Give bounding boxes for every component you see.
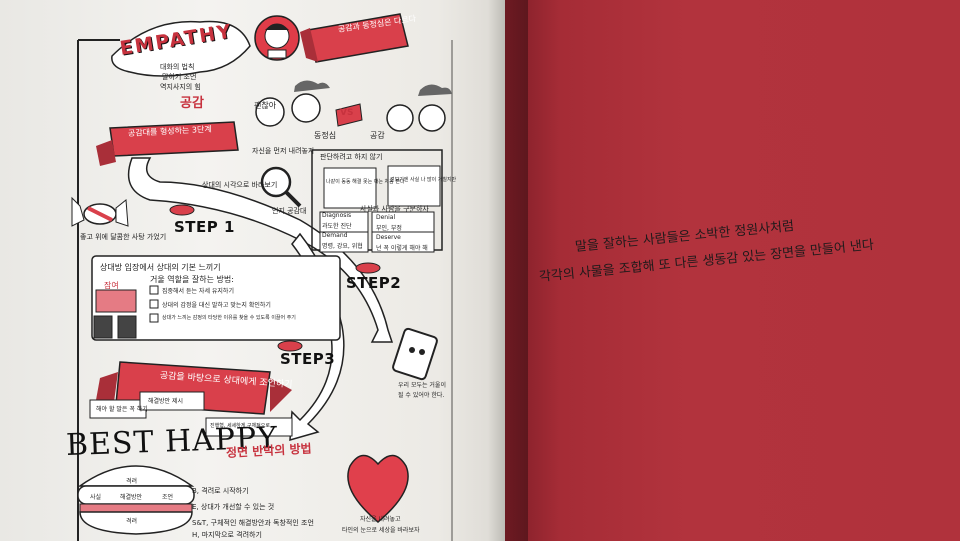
basic-attitude: 상대방 입장에서 상대의 기본 느끼기 bbox=[100, 263, 221, 272]
mirror-caption-2: 될 수 있어야 한다. bbox=[398, 392, 445, 399]
step1-label: STEP 1 bbox=[174, 218, 235, 236]
step-arrow bbox=[127, 157, 394, 343]
heart-caption-1: 자신을 내려놓고 bbox=[360, 516, 401, 523]
denial-kr: 부인, 부정 bbox=[376, 225, 402, 232]
heart-icon bbox=[347, 454, 409, 523]
method-st: S&T, 구체적인 해결방안과 독창적인 조언 bbox=[192, 519, 314, 527]
book-gutter bbox=[488, 0, 528, 541]
tip-1: 집중해서 듣는 자세 유지하기 bbox=[162, 288, 234, 295]
method-h: H, 마지막으로 격려하기 bbox=[192, 531, 262, 539]
other-view: 상대의 시각으로 바라보기 bbox=[202, 181, 278, 189]
deserve-en: Deserve bbox=[376, 234, 401, 241]
sympathy-label: 동정심 bbox=[314, 131, 337, 140]
burger-right: 조언 bbox=[162, 494, 174, 501]
acknowledge: 인지 공감대 bbox=[272, 207, 307, 215]
no-judge: 판단하려고 하지 않기 bbox=[320, 153, 383, 161]
candy-caption: 좋고 위에 달콤한 사탕 가었기 bbox=[80, 233, 167, 241]
denial-en: Denial bbox=[376, 214, 396, 221]
deserve-kr: 넌 꼭 이렇게 해야 해 bbox=[376, 245, 428, 252]
tip-2: 상대의 감정을 대신 말하고 맞는지 확인하기 bbox=[162, 302, 271, 309]
mirror-caption-1: 우리 모두는 거울이 bbox=[398, 382, 446, 389]
diagnosis-kr: 과도한 진단 bbox=[322, 223, 352, 230]
burger-bottom: 격려 bbox=[126, 518, 138, 525]
candy-icon bbox=[71, 196, 129, 227]
diagnosis-en: Diagnosis bbox=[322, 212, 352, 219]
burger-left: 사실 bbox=[90, 494, 102, 501]
quote-block: 말을 잘하는 사람들은 소박한 정원사처럼 각각의 사물을 조합해 또 다른 생… bbox=[505, 0, 960, 541]
mirror-icon bbox=[392, 327, 438, 381]
burger-icon bbox=[77, 465, 195, 535]
advice-2: 해결방안 제시 bbox=[148, 398, 184, 405]
tip-3: 상대가 느끼는 감정의 타당한 이유를 찾을 수 있도록 이끌어 주기 bbox=[162, 315, 296, 321]
title-sub-3: 역지사지의 힘 bbox=[160, 83, 201, 91]
separate-fact: 사실과 사람을 구분하자 bbox=[360, 205, 429, 213]
burger-top: 격려 bbox=[126, 478, 138, 485]
speech-ok: 괜찮아 bbox=[254, 101, 277, 110]
step3-label: STEP3 bbox=[280, 350, 336, 368]
method-e: E, 상대가 개선할 수 있는 것 bbox=[192, 503, 275, 511]
good-listen: 거울 역할을 잘하는 방법: bbox=[150, 275, 234, 284]
title-sub-2: 말하기 조언 bbox=[162, 73, 197, 81]
burger-mid: 해결방안 bbox=[120, 494, 143, 501]
heart-caption-2: 타인의 눈으로 세상을 바라보자 bbox=[342, 527, 420, 534]
demand-en: Demand bbox=[322, 232, 348, 239]
method-b: B, 격려로 시작하기 bbox=[192, 487, 249, 495]
empathy-label: 공감 bbox=[370, 131, 385, 140]
title-kr: 공감 bbox=[180, 96, 204, 111]
magnifier-icon bbox=[260, 166, 292, 198]
right-page bbox=[505, 0, 960, 541]
title-sub-1: 대화의 법칙 bbox=[160, 63, 195, 71]
step2-label: STEP2 bbox=[346, 274, 402, 292]
vs-label: VS bbox=[340, 108, 354, 118]
advice-3: 진행형, 세세하게 구체적으로 bbox=[210, 423, 270, 429]
quote-b: 겉보기엔 사실 나 많이 거칠지만 bbox=[390, 177, 457, 183]
self-lower: 자신을 먼저 내려놓자 bbox=[252, 147, 315, 155]
demand-kr: 명령, 강요, 위협 bbox=[322, 243, 363, 250]
pain-label: 잠여 bbox=[104, 281, 119, 290]
advice-1: 해야 할 말은 꼭 하기 bbox=[96, 406, 148, 413]
quote-a: 나같이 동동 해결 못는 애는 처음 본다 bbox=[326, 179, 405, 185]
